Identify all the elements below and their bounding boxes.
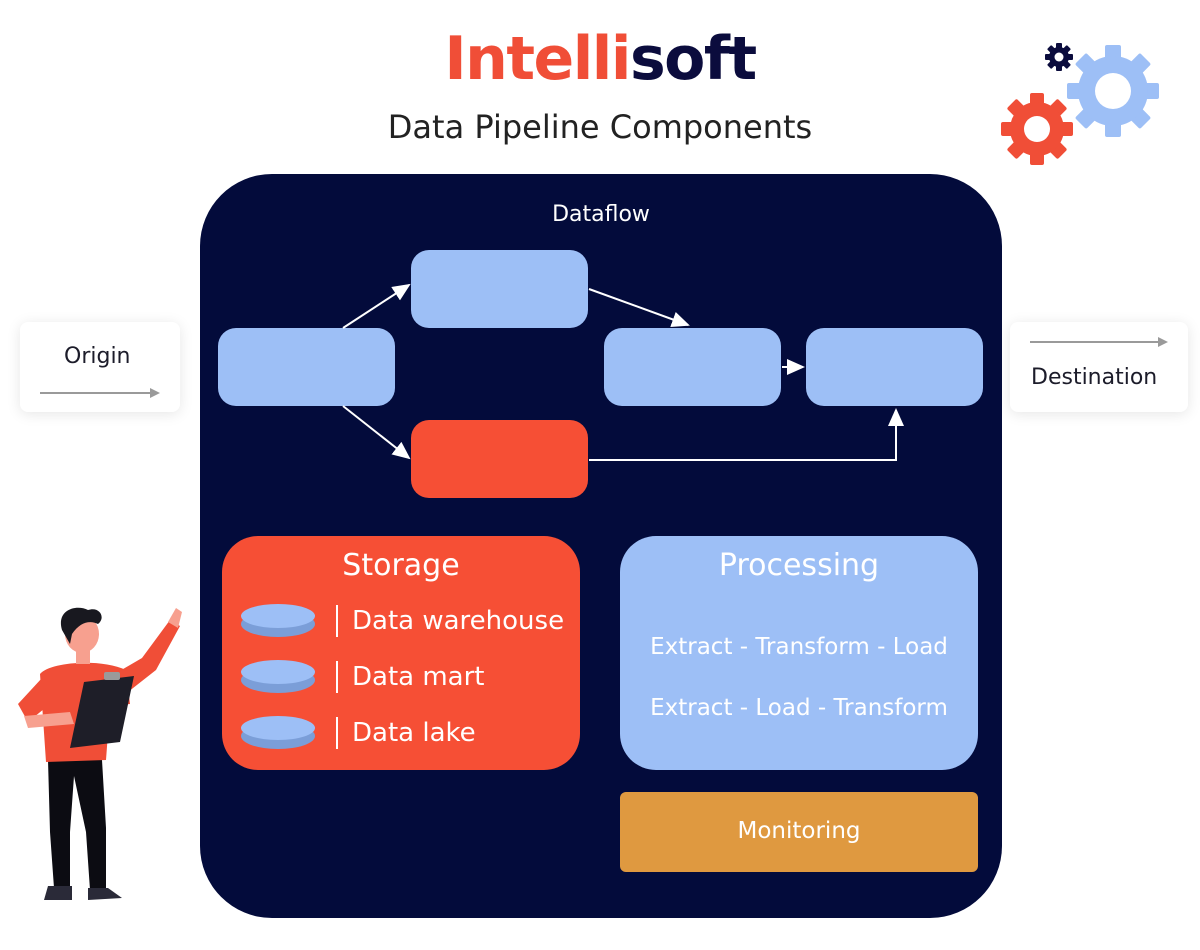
processing-title: Processing [718, 548, 880, 583]
arrow-source-to-bottom [342, 405, 411, 460]
processing-method-elt: Extract - Load - Transform [650, 695, 948, 721]
processing-panel: Processing Extract - Transform - Load Ex… [620, 536, 978, 770]
destination-arrow-icon [1030, 337, 1168, 347]
arrow-top-to-middle [588, 288, 690, 328]
dataflow-label: Dataflow [552, 202, 650, 227]
logo-part-soft: soft [629, 24, 757, 94]
origin-label: Origin [64, 344, 131, 369]
flow-node-source [218, 328, 395, 406]
origin-card: Origin [20, 322, 180, 412]
logo-part-intelli: Intelli [444, 24, 631, 94]
storage-item-data-lake: Data lake [240, 714, 570, 754]
flow-node-top [411, 250, 588, 328]
processing-method-etl: Extract - Transform - Load [650, 634, 948, 660]
navy-gear-icon [1045, 43, 1073, 71]
destination-label: Destination [1031, 365, 1158, 390]
monitoring-panel: Monitoring [620, 792, 978, 872]
database-icon [241, 716, 315, 749]
flow-node-bottom [411, 420, 588, 498]
destination-card: Destination [1010, 322, 1188, 412]
storage-item-label: Data lake [352, 718, 476, 748]
database-icon [241, 604, 315, 637]
page-title: Data Pipeline Components [387, 108, 813, 146]
dataflow-arrows [342, 283, 904, 461]
arrow-source-to-top [342, 283, 411, 329]
storage-title: Storage [342, 548, 460, 583]
intellisoft-logo: Intellisoft [0, 24, 1200, 94]
storage-item-label: Data mart [352, 662, 485, 692]
monitoring-label: Monitoring [737, 818, 861, 844]
database-icon [241, 660, 315, 693]
gears-icon [1001, 43, 1159, 165]
storage-item-data-mart: Data mart [240, 658, 570, 698]
storage-item-label: Data warehouse [352, 606, 565, 636]
red-gear-icon [1001, 93, 1073, 165]
origin-arrow-icon [40, 388, 160, 398]
pipeline-panel: Dataflow Storage Data warehouse [200, 174, 1002, 918]
flow-node-sink [806, 328, 983, 406]
storage-item-data-warehouse: Data warehouse [240, 602, 570, 642]
flow-node-middle [604, 328, 781, 406]
person-illustration [18, 607, 182, 900]
arrow-bottom-to-sink [589, 408, 904, 461]
storage-panel: Storage Data warehouse Data mart Data [222, 536, 580, 770]
blue-gear-icon [1067, 45, 1159, 137]
